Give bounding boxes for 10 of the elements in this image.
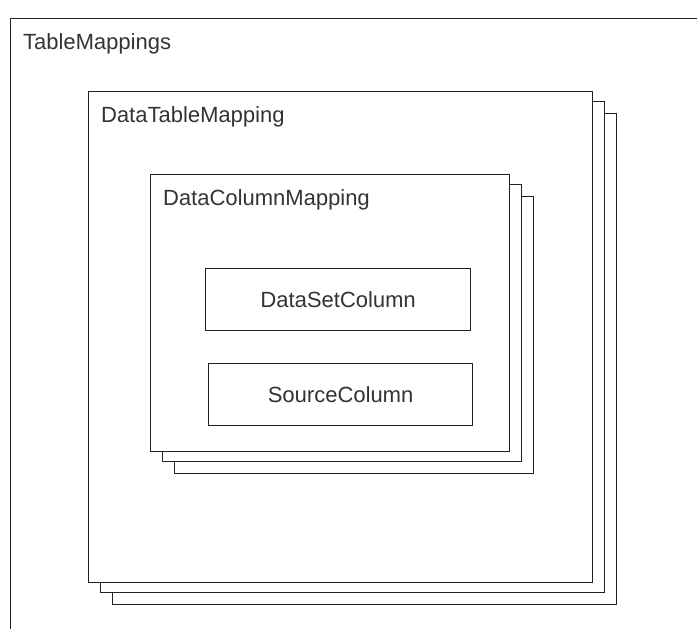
box-label: SourceColumn xyxy=(266,382,414,408)
container-box xyxy=(88,91,593,583)
box-label: DataColumnMapping xyxy=(163,185,370,211)
container-box xyxy=(10,18,697,629)
box-label: DataSetColumn xyxy=(259,286,417,312)
field-box xyxy=(208,363,473,426)
box-label: DataTableMapping xyxy=(101,102,284,128)
container-box xyxy=(150,174,510,452)
box-label: TableMappings xyxy=(23,29,171,55)
field-box xyxy=(205,268,471,331)
